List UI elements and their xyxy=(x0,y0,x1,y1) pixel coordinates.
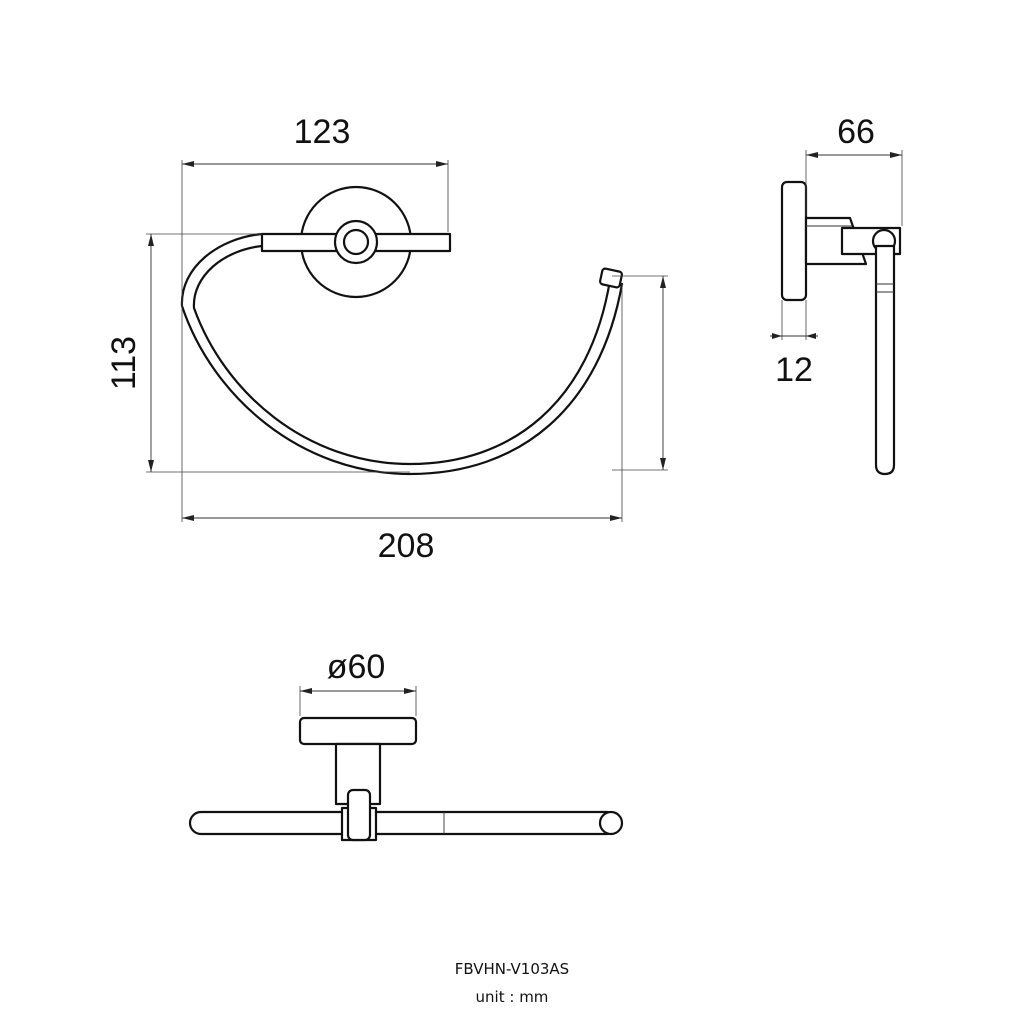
ring-inner xyxy=(192,244,612,466)
top-collar-cap xyxy=(346,788,372,842)
side-wall-plate xyxy=(780,180,808,302)
dimension-12: 12 xyxy=(770,300,818,389)
dimension-label-12: 12 xyxy=(775,351,813,389)
dimension-123: 123 xyxy=(181,113,449,310)
dimension-label-123: 123 xyxy=(294,113,351,151)
post-inner xyxy=(342,228,370,256)
unit-label: unit : mm xyxy=(476,988,549,1006)
front-right-extension xyxy=(612,275,668,471)
top-rod-end xyxy=(598,810,624,836)
side-view xyxy=(780,180,902,476)
ring-end-cap xyxy=(599,267,623,289)
top-view xyxy=(188,716,624,842)
dimension-label-208: 208 xyxy=(378,527,435,565)
dimension-66: 66 xyxy=(805,113,903,226)
model-code: FBVHN-V103AS xyxy=(455,960,569,978)
front-view xyxy=(180,185,624,476)
dimension-label-diameter-60: ø60 xyxy=(327,648,386,686)
dimension-208: 208 xyxy=(181,284,623,565)
top-base-plate xyxy=(298,716,418,746)
dimension-label-113: 113 xyxy=(105,336,143,390)
dimension-diameter-60: ø60 xyxy=(299,648,417,716)
top-rod xyxy=(188,810,620,836)
ring-outer xyxy=(180,232,624,476)
dimension-label-66: 66 xyxy=(837,113,875,151)
side-ring-drop xyxy=(874,244,896,476)
dimension-113: 113 xyxy=(105,233,410,473)
